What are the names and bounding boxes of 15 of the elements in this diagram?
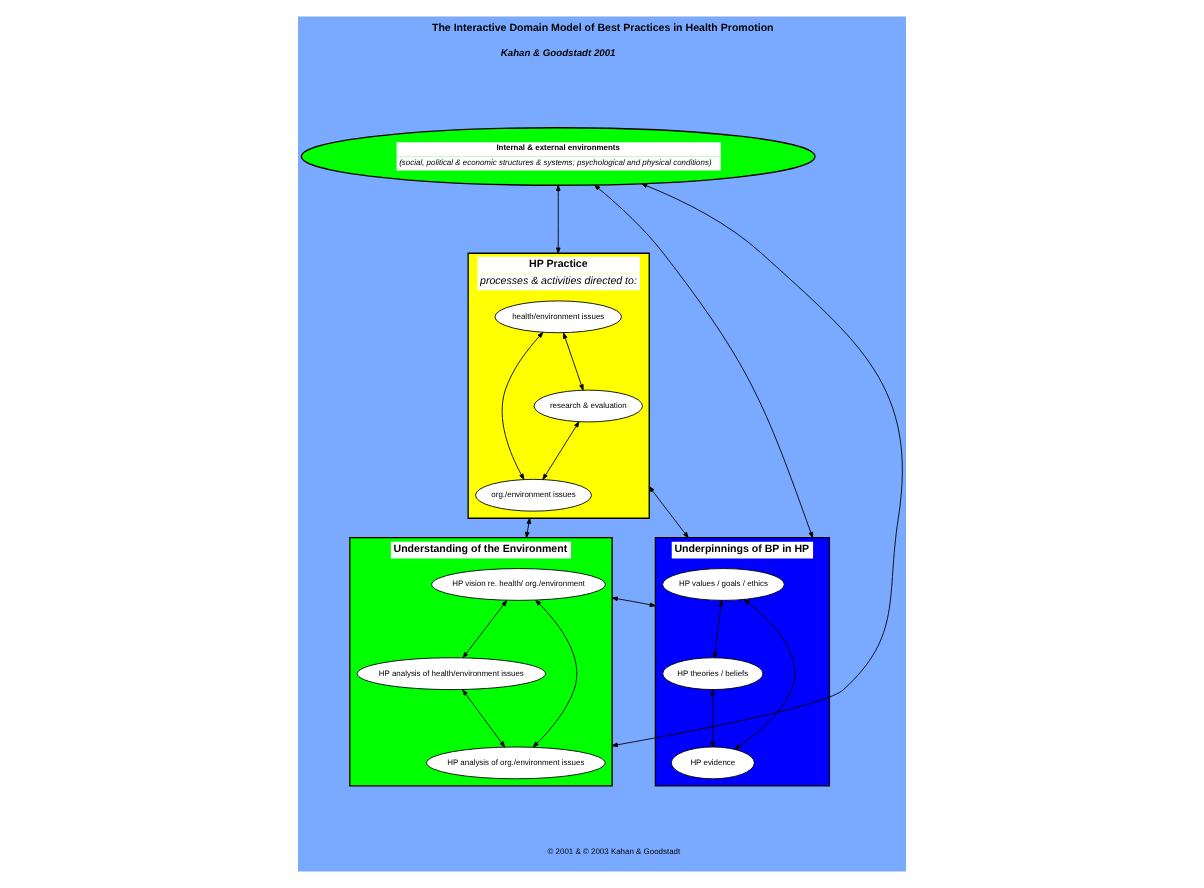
arrow bbox=[713, 600, 724, 659]
arrow bbox=[611, 183, 903, 748]
arrow bbox=[462, 600, 508, 659]
arrow bbox=[710, 689, 716, 748]
arrow bbox=[648, 486, 689, 539]
arrow bbox=[532, 599, 578, 748]
arrow bbox=[501, 332, 544, 480]
arrow bbox=[563, 332, 584, 391]
arrow bbox=[594, 184, 814, 539]
arrow bbox=[462, 689, 506, 748]
arrow bbox=[611, 596, 656, 608]
arrow bbox=[525, 517, 532, 539]
arrow bbox=[555, 184, 561, 254]
arrow bbox=[734, 599, 796, 750]
arrow bbox=[542, 421, 580, 480]
